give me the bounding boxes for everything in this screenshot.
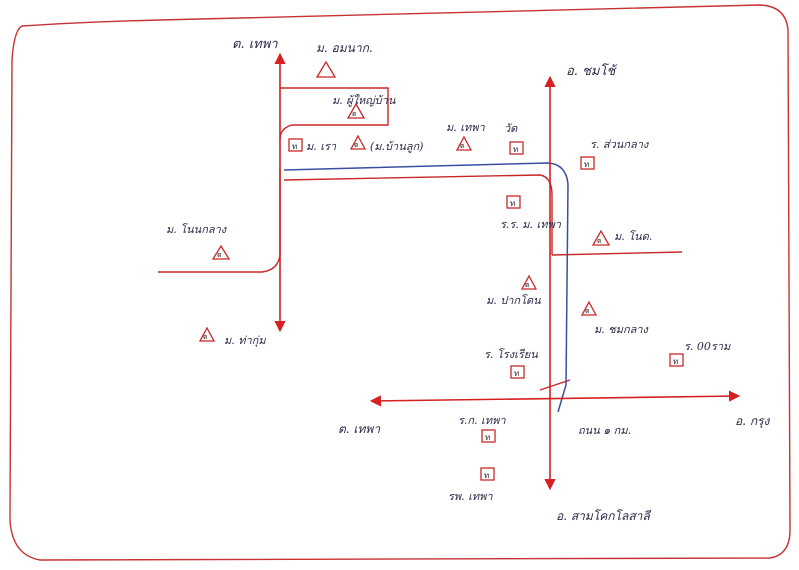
square-marker [669, 353, 684, 367]
label-north-right: อ. ชมโช้ [566, 63, 618, 79]
square-marker [509, 141, 524, 155]
triangle-marker [455, 135, 473, 151]
triangle-marker [198, 326, 216, 342]
triangle-marker [349, 134, 367, 150]
marker-symbol: ต [585, 307, 590, 315]
place-label: ม. อมนาก. [316, 41, 373, 55]
marker-symbol: ต [597, 237, 602, 245]
marker-symbol: ต [525, 281, 530, 289]
square-markers [288, 138, 684, 481]
place-label: ม. โนนกลาง [166, 223, 228, 236]
triangle-marker [580, 300, 598, 316]
marker-symbol: ท [673, 357, 678, 366]
square-marker [510, 365, 525, 379]
arrow-west-east [369, 390, 741, 407]
road-right-branch [551, 251, 683, 256]
triangle-marker [315, 60, 337, 78]
place-label: ม. เรา [306, 140, 337, 153]
place-labels: ม. อมนาก. ม. ผู้ใหญ่บ้าน ม. เรา (ม.บ้านล… [166, 41, 731, 503]
square-marker-symbols: ท ท ท ท ท ท ท ท [292, 142, 678, 480]
marker-symbol: ต [352, 110, 357, 118]
triangle-markers [198, 60, 611, 342]
label-east: อ. กรุง [735, 414, 771, 429]
triangle-marker [520, 274, 538, 290]
place-label: ร.ร. ม. เทพา [500, 218, 562, 231]
place-label: ถนน ๑ กม. [578, 424, 631, 437]
place-label: ร.ก. เทพา [458, 414, 506, 427]
square-marker [481, 429, 496, 443]
marker-symbol: ท [514, 369, 519, 378]
marker-symbol: ท [484, 471, 489, 480]
square-marker [506, 195, 521, 209]
place-label: ม. เทพา [446, 121, 486, 134]
marker-symbol: ต [354, 141, 359, 149]
square-marker [288, 138, 303, 152]
place-label: รพ. เทพา [448, 490, 493, 503]
triangle-marker [591, 229, 611, 246]
square-marker [580, 156, 595, 170]
place-label: ม. ผู้ใหญ่บ้าน [332, 94, 396, 107]
marker-symbol: ต [217, 251, 222, 259]
label-west: ต. เทพา [338, 422, 381, 436]
label-south: อ. สามโคกโลสาลี [556, 509, 652, 523]
triangle-marker [211, 244, 231, 260]
marker-symbol: ต [460, 142, 465, 150]
marker-symbol: ท [292, 142, 297, 151]
marker-symbol: ต [203, 333, 208, 341]
place-label: ร. 00ราม [684, 340, 731, 353]
label-north-left: ต. เทพา [232, 37, 278, 52]
square-marker [480, 467, 495, 481]
place-label: ม. ท่ากุ่ม [224, 334, 266, 347]
place-label: ม. ชมกลาง [594, 323, 650, 336]
triangle-marker-symbols: ต ต ต ต ต ต ต ต [203, 110, 602, 341]
place-label: (ม.บ้านลูก) [370, 140, 423, 153]
place-label: วัด [504, 122, 518, 135]
place-label: ม. โนด. [614, 230, 652, 243]
marker-symbol: ท [584, 160, 589, 169]
marker-symbol: ท [513, 145, 518, 154]
marker-symbol: ท [485, 433, 490, 442]
marker-symbol: ท [510, 199, 515, 208]
direction-arrows [274, 52, 741, 491]
road-main-east [283, 174, 553, 255]
place-label: ร. โรงเรียน [484, 348, 538, 361]
page-border [9, 4, 791, 561]
place-label: ม. ปากโดน [486, 294, 541, 307]
triangle-marker [346, 102, 366, 119]
place-label: ร. ส่วนกลาง [590, 138, 650, 151]
